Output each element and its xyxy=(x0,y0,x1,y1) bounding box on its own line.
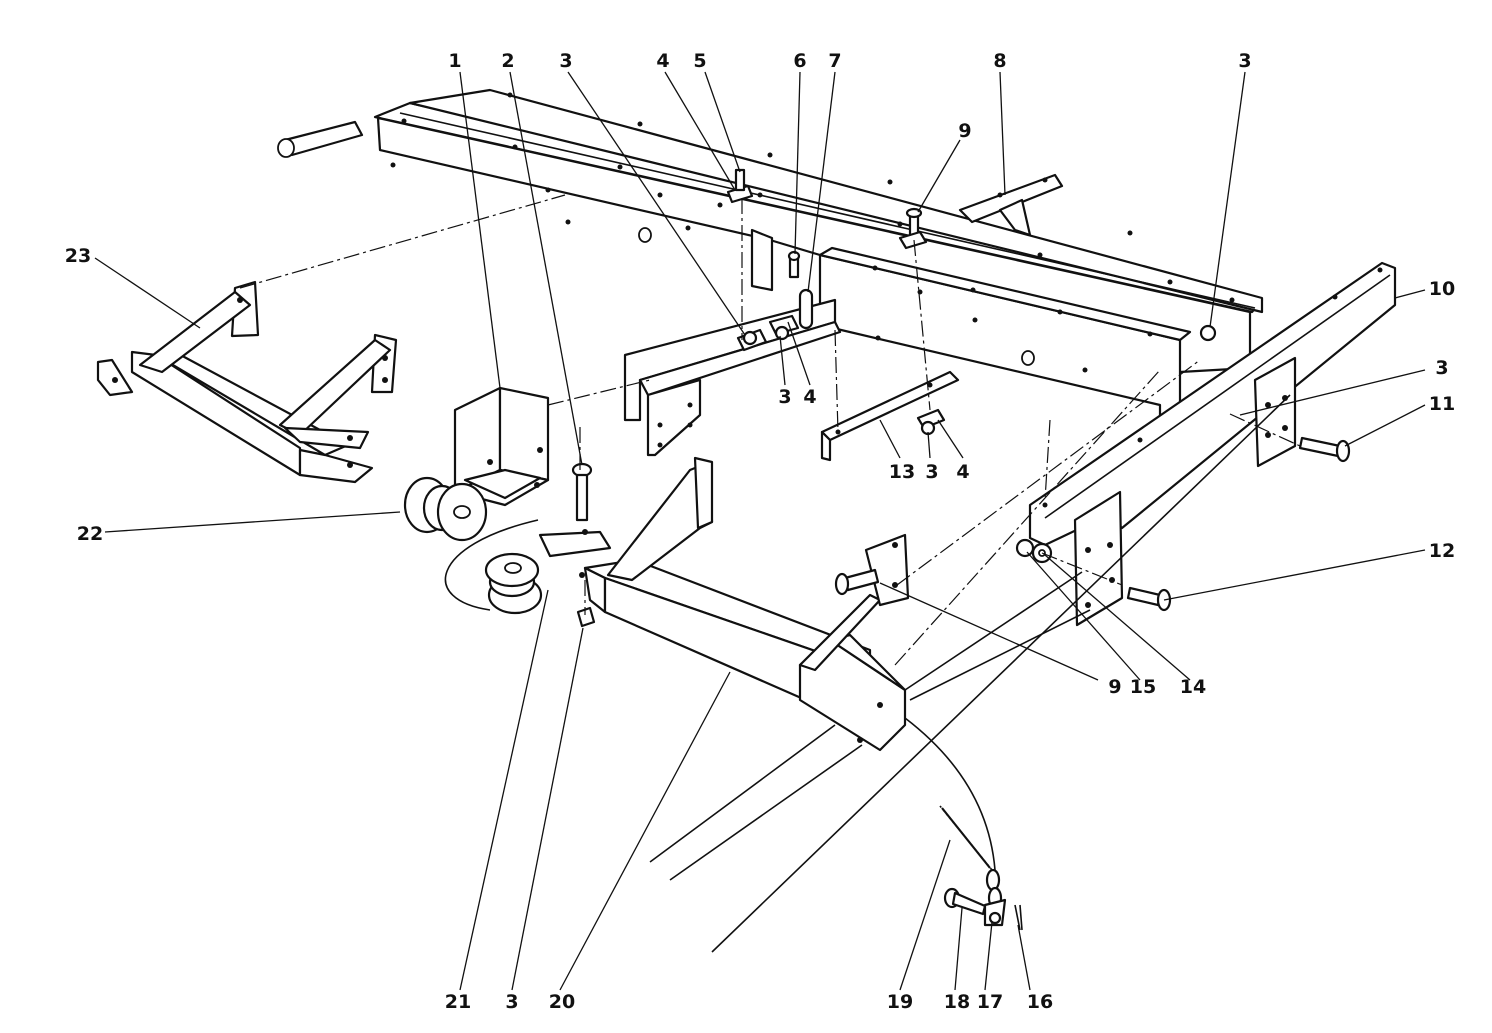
callout-9: 9 xyxy=(1108,676,1121,698)
callout-3: 3 xyxy=(1238,50,1251,72)
callout-5: 5 xyxy=(693,50,706,72)
callout-4: 4 xyxy=(803,386,816,408)
callout-8: 8 xyxy=(993,50,1006,72)
callout-17: 17 xyxy=(977,991,1003,1013)
angle-bracket-13 xyxy=(820,370,960,462)
callout-1: 1 xyxy=(448,50,461,72)
callout-4: 4 xyxy=(956,461,969,483)
callout-4: 4 xyxy=(656,50,669,72)
cross-bracket-8 xyxy=(958,173,1064,237)
callout-13: 13 xyxy=(889,461,915,483)
callout-3: 3 xyxy=(559,50,572,72)
callout-22: 22 xyxy=(77,523,103,545)
callout-12: 12 xyxy=(1429,540,1455,562)
callout-6: 6 xyxy=(793,50,806,72)
spring-assembly xyxy=(939,805,1023,931)
roller-lower xyxy=(444,519,543,615)
roller-22 xyxy=(403,476,488,542)
callout-3: 3 xyxy=(925,461,938,483)
callout-20: 20 xyxy=(549,991,575,1013)
callout-18: 18 xyxy=(944,991,970,1013)
callout-10: 10 xyxy=(1429,278,1455,300)
leader-lines xyxy=(94,71,1426,991)
callout-3: 3 xyxy=(505,991,518,1013)
callout-14: 14 xyxy=(1180,676,1206,698)
hardware-group-top xyxy=(726,168,1246,436)
callout-3: 3 xyxy=(778,386,791,408)
assembly-lines xyxy=(239,194,1301,953)
callout-23: 23 xyxy=(65,245,91,267)
callout-19: 19 xyxy=(887,991,913,1013)
callout-16: 16 xyxy=(1027,991,1053,1013)
callout-11: 11 xyxy=(1429,393,1455,415)
left-inner-channel xyxy=(623,228,842,457)
callout-2: 2 xyxy=(501,50,514,72)
bolt-2 xyxy=(571,462,593,522)
callout-labels: 1 2 3 4 5 6 7 8 3 9 23 10 3 4 3 11 13 3 … xyxy=(65,50,1455,1013)
swing-frame-23 xyxy=(96,280,398,484)
callout-9: 9 xyxy=(958,120,971,142)
callout-21: 21 xyxy=(445,991,471,1013)
callout-15: 15 xyxy=(1130,676,1156,698)
caster-bracket-1 xyxy=(453,386,550,507)
callout-3: 3 xyxy=(1435,357,1448,379)
callout-7: 7 xyxy=(828,50,841,72)
lower-arm-20 xyxy=(538,456,910,752)
